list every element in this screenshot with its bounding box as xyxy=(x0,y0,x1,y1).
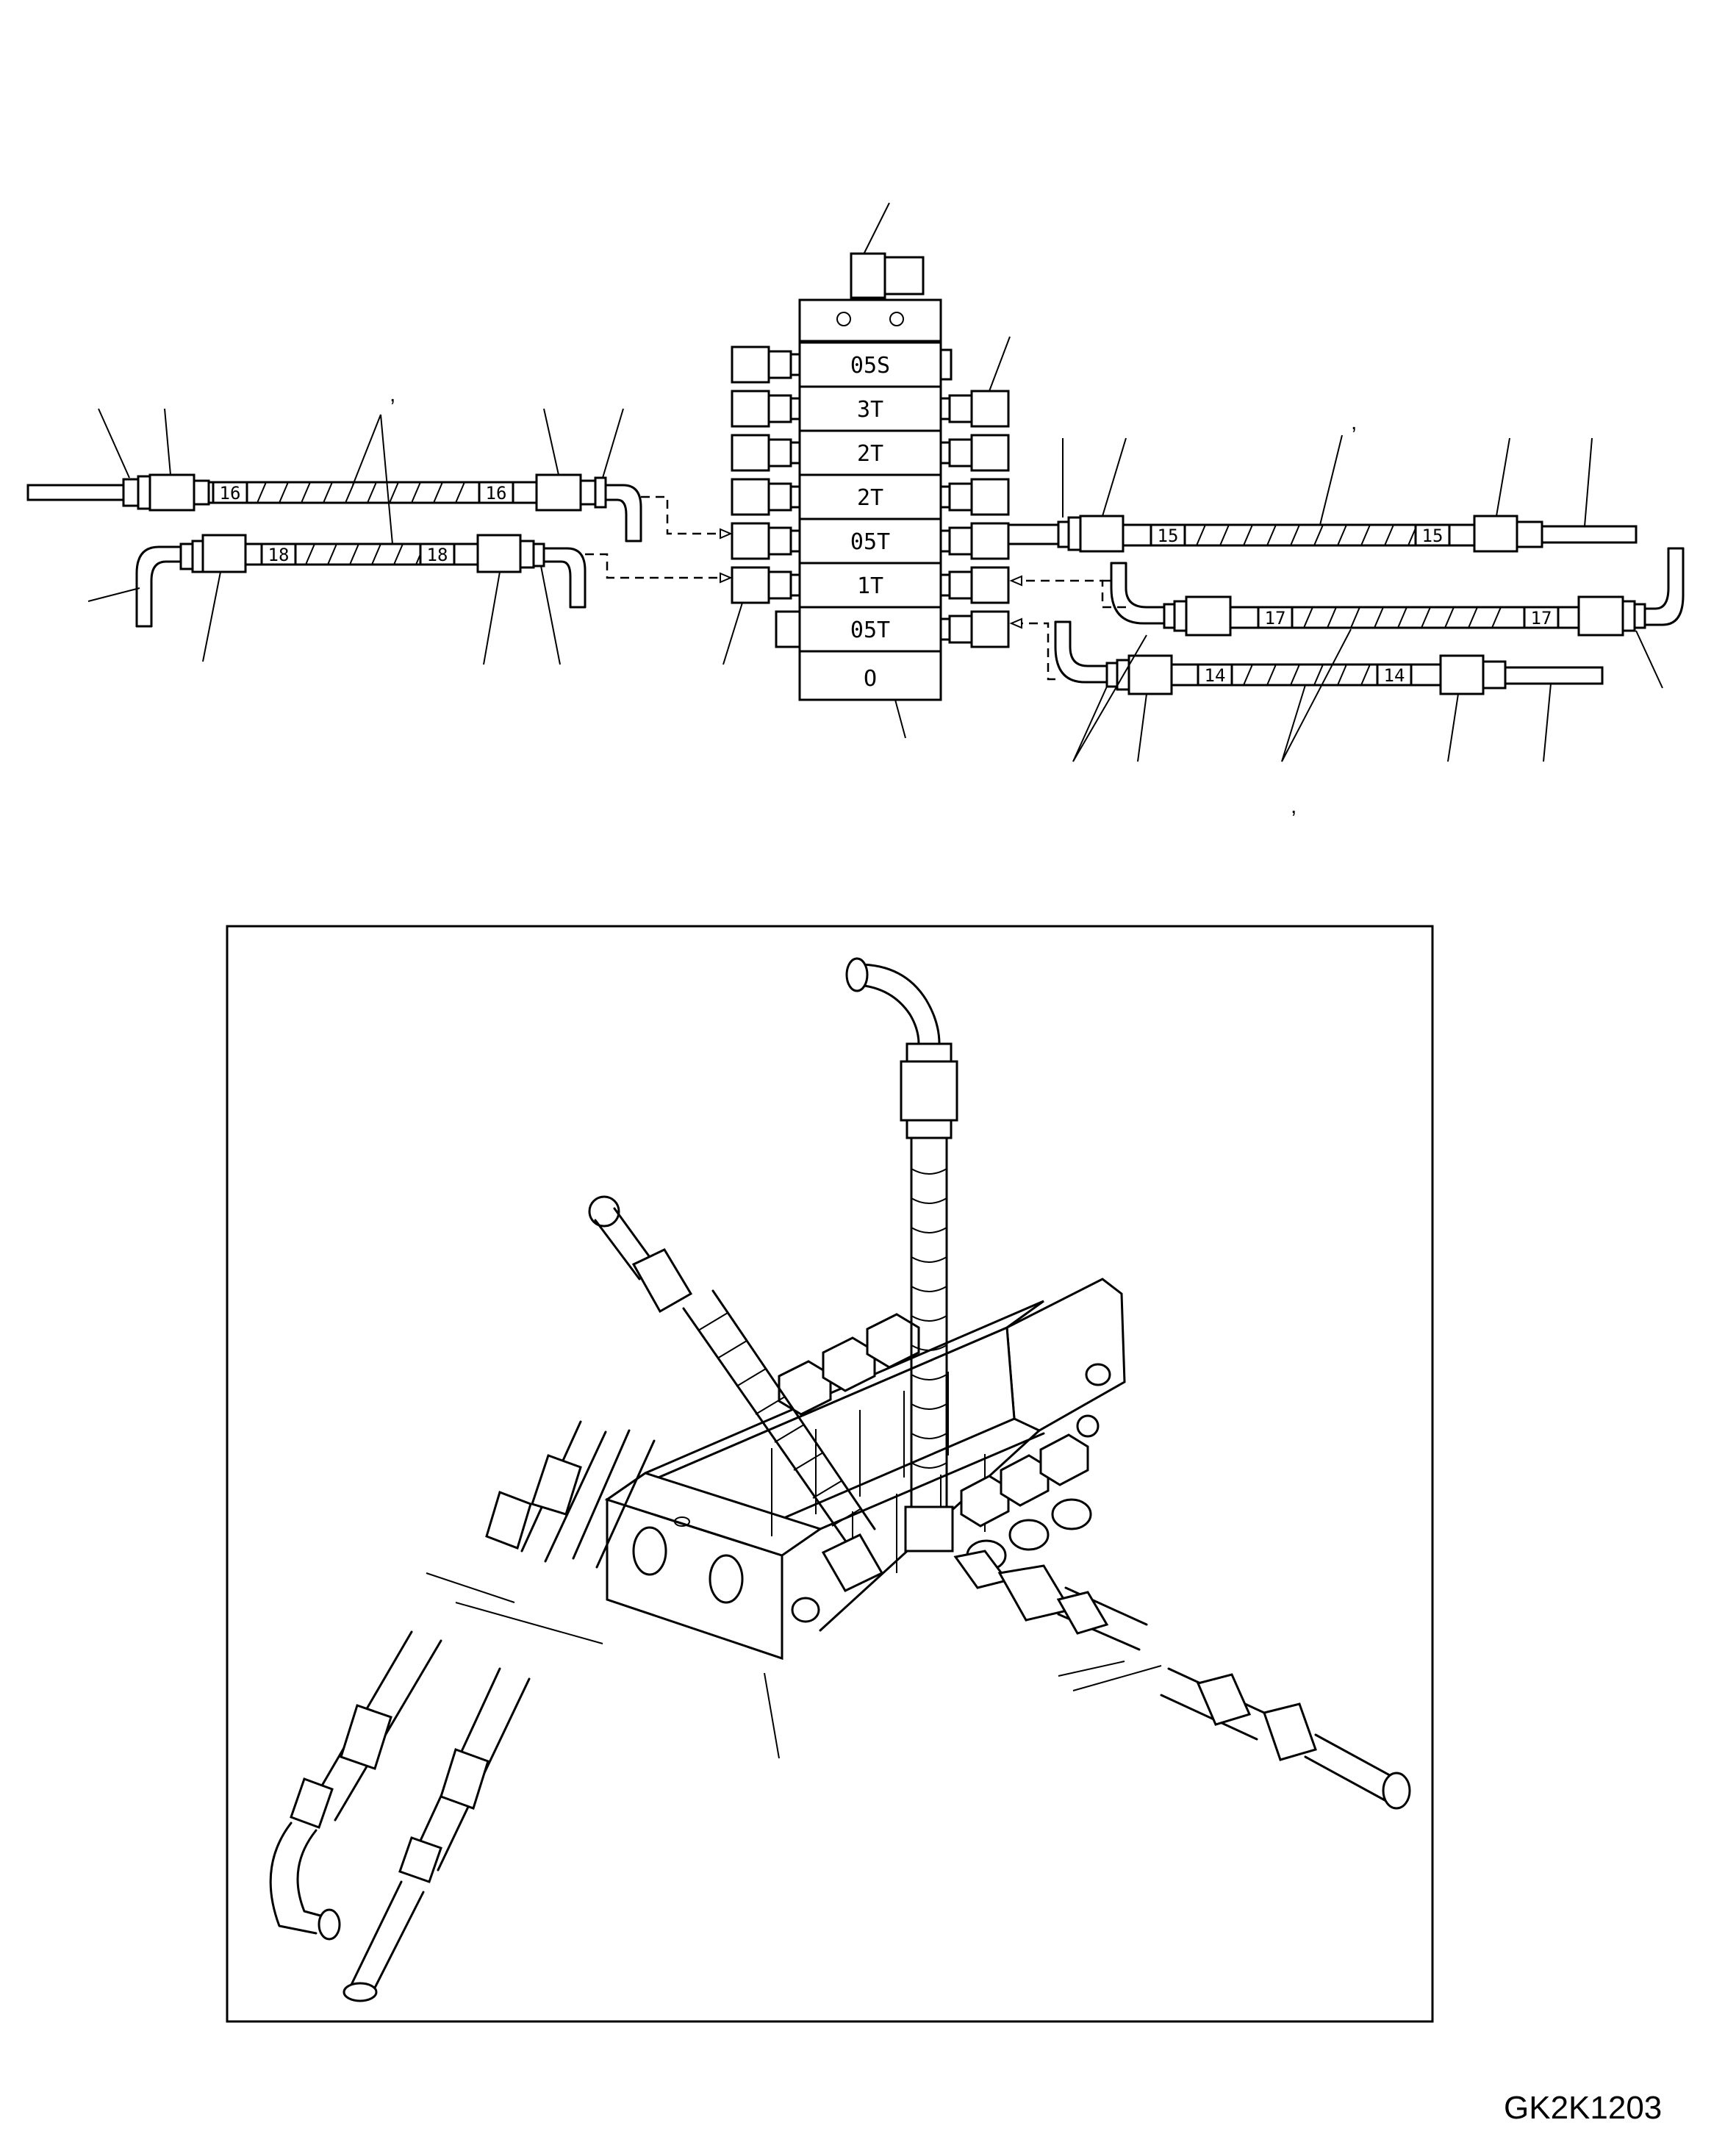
hose-tag-15-left: 15 xyxy=(1158,526,1179,546)
iso-hose-right xyxy=(953,1550,1411,1810)
comma-mark-3: , xyxy=(1291,794,1297,818)
iso-leader-line xyxy=(764,1672,780,1759)
section-label-05s: 05S xyxy=(850,353,890,379)
section-label-05t-b: 05T xyxy=(850,617,890,643)
hose-assembly-14: 14 14 xyxy=(1054,620,1604,695)
hose-assembly-16: 16 16 xyxy=(26,473,642,542)
hose-assembly-17: 17 17 xyxy=(1110,547,1685,637)
section-label-1t: 1T xyxy=(857,573,883,599)
comma-mark-1: , xyxy=(390,382,395,407)
section-label-05t-a: 05T xyxy=(850,529,890,555)
hose-tag-15-right: 15 xyxy=(1422,526,1444,546)
base-label: O xyxy=(864,666,877,692)
hose-assembly-18: 18 18 xyxy=(135,534,587,628)
hose-tag-14-left: 14 xyxy=(1205,665,1226,686)
hose-tag-18-right: 18 xyxy=(427,545,448,565)
right-port-fittings xyxy=(939,348,1010,648)
iso-hoses-lower-left xyxy=(269,1420,656,2002)
hose-tag-17-left: 17 xyxy=(1265,608,1286,628)
iso-hose-diagonal xyxy=(588,1195,884,1592)
drawing-code: GK2K1203 xyxy=(1504,2090,1662,2126)
connection-dashed-lines-right xyxy=(1009,575,1126,681)
hose-tag-16-right: 16 xyxy=(486,483,507,504)
isometric-view xyxy=(269,957,1411,2002)
left-port-fittings xyxy=(731,345,801,648)
hose-tag-17-right: 17 xyxy=(1531,608,1552,628)
hose-tag-18-left: 18 xyxy=(268,545,290,565)
section-label-2t-a: 2T xyxy=(857,441,883,467)
distribution-manifold: 05S 3T 2T 2T 05T 1T 05T O xyxy=(731,252,1010,701)
section-label-3t: 3T xyxy=(857,397,883,423)
hose-tag-16-left: 16 xyxy=(220,483,241,504)
leader-lines-top xyxy=(87,202,1663,762)
section-label-2t-b: 2T xyxy=(857,485,883,511)
comma-mark-2: , xyxy=(1351,410,1357,434)
hose-assembly-15: 15 15 xyxy=(1007,515,1638,553)
iso-hose-vertical xyxy=(845,957,958,1552)
connection-dashed-lines-left xyxy=(585,495,733,584)
hose-tag-14-right: 14 xyxy=(1384,665,1405,686)
